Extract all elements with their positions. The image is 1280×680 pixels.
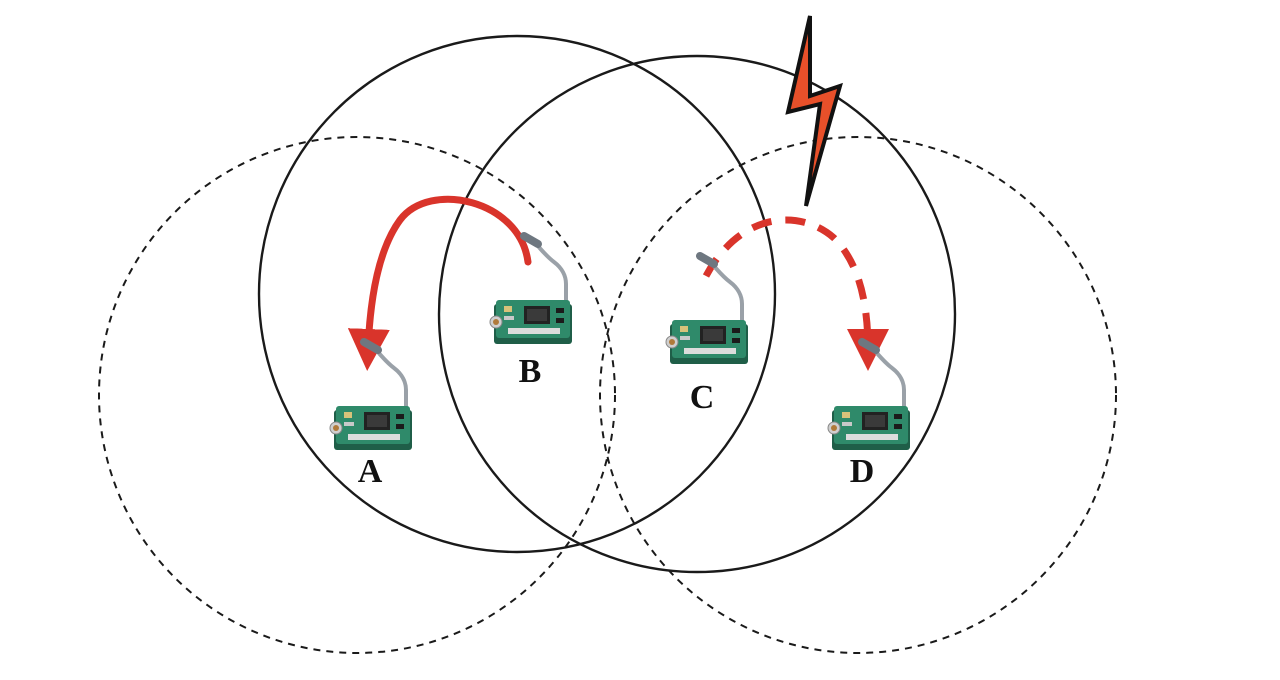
lightning-bolt-icon	[785, 15, 843, 207]
link-b-to-a-arrow	[347, 195, 532, 371]
sensor-mote-icon	[828, 342, 910, 450]
range-circle-d-dashed	[599, 136, 1117, 654]
sensor-node-c: C	[666, 256, 748, 416]
sensor-node-d: D	[828, 342, 910, 490]
node-label-d: D	[850, 453, 875, 490]
sensor-node-a: A	[330, 342, 412, 490]
link-c-to-d-arrow	[702, 216, 889, 371]
node-label-c: C	[690, 379, 715, 416]
sensor-mote-icon	[490, 236, 572, 344]
range-circle-b-solid	[257, 34, 777, 554]
range-circle-c-solid	[437, 54, 957, 574]
node-label-a: A	[358, 453, 383, 490]
sensor-node-b: B	[490, 236, 572, 390]
range-circle-a-dashed	[98, 136, 616, 654]
node-label-b: B	[519, 353, 542, 390]
sensor-mote-icon	[330, 342, 412, 450]
